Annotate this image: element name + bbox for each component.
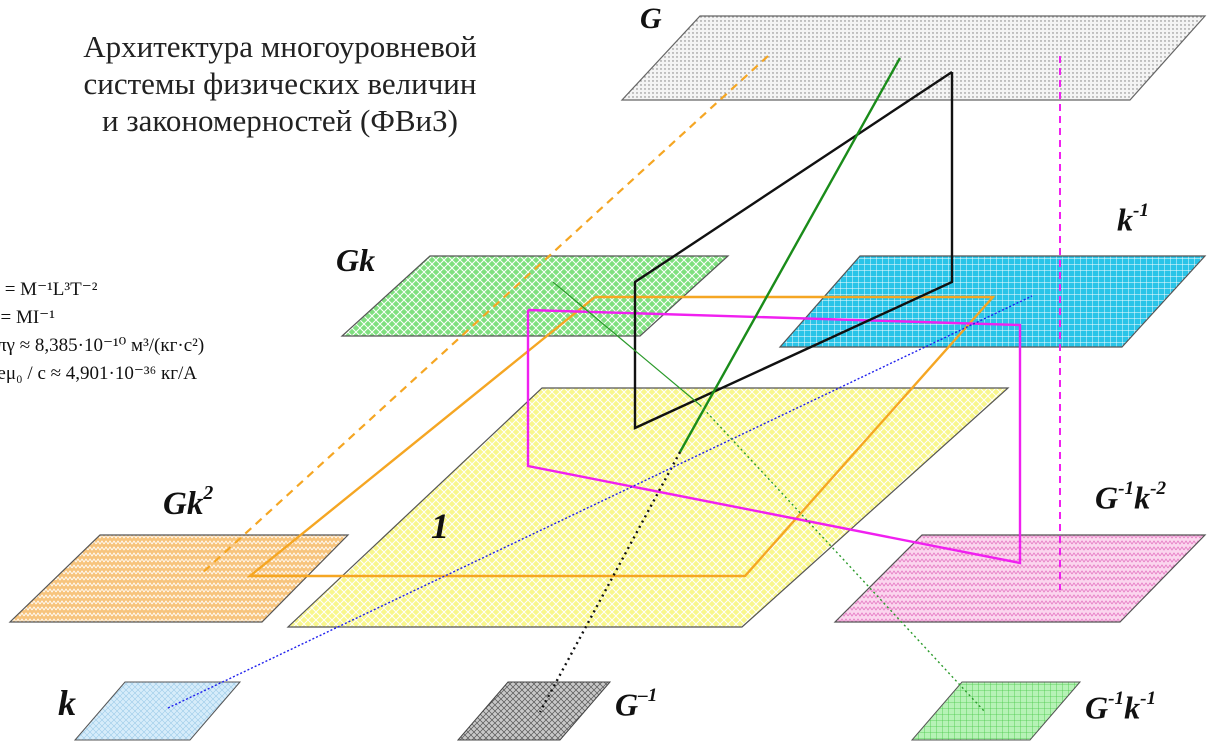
diagram-title: Архитектура многоуровневой системы физич… — [0, 28, 560, 139]
label-G-inv-k-inv-sup-b: -1 — [1140, 688, 1157, 709]
label-Gk2: Gk2 — [163, 482, 213, 523]
label-k-inv-base: k — [1117, 201, 1133, 238]
orange-frame — [246, 295, 996, 578]
black-frame — [633, 70, 954, 430]
plane-G-inv — [456, 681, 612, 741]
green-thin-line — [552, 281, 701, 406]
label-Gk: Gk — [336, 242, 375, 279]
label-Gk-base: Gk — [336, 242, 376, 278]
green-line — [678, 57, 902, 453]
formula-line-4: = αeμ₀ / c ≈ 4,901·10⁻³⁶ кг/A — [0, 363, 198, 384]
label-G-inv-k-inv: G-1k-1 — [1085, 688, 1156, 726]
label-G-inv-k-2-base-a: G — [1095, 479, 1119, 516]
label-G: G — [640, 2, 662, 36]
label-G-base: G — [640, 2, 662, 35]
label-G-inv-k-2-base-b: k — [1134, 479, 1151, 516]
plane-1 — [286, 387, 1010, 628]
blue-dotted-line — [167, 295, 1033, 709]
label-Gk2-base: Gk — [163, 485, 204, 522]
label-k-base: k — [58, 683, 76, 723]
plane-G-inv-k-inv — [910, 681, 1082, 741]
label-G-inv-k-inv-sup-a: -1 — [1108, 688, 1125, 709]
formula-line-3: = 4πγ ≈ 8,385·10⁻¹⁰ м³/(кг·с²) — [0, 335, 205, 356]
label-k: k — [58, 682, 76, 724]
title-line-1: Архитектура многоуровневой — [83, 29, 477, 64]
label-Gk2-sup: 2 — [203, 482, 214, 504]
plane-G-inv-k-2 — [833, 534, 1207, 623]
label-k-inv-sup: -1 — [1133, 200, 1149, 221]
label-1-base: 1 — [431, 506, 449, 546]
label-G-inv-sup: –1 — [638, 685, 658, 706]
label-G-inv-k-2: G-1k-2 — [1095, 478, 1166, 516]
title-line-3: и закономерностей (ФВиЗ) — [102, 103, 458, 138]
plane-k-inv — [778, 255, 1207, 348]
label-G-inv-k-inv-base-a: G — [1085, 689, 1109, 726]
black-dotted-line — [538, 451, 682, 713]
plane-Gk — [340, 255, 730, 337]
label-G-inv-k-2-sup-b: -2 — [1150, 478, 1167, 499]
label-G-inv-k-inv-base-b: k — [1124, 689, 1141, 726]
label-k-inv: k-1 — [1117, 200, 1149, 238]
orange-dashed-line — [199, 55, 769, 576]
label-G-inv: G–1 — [615, 685, 657, 723]
label-G-inv-k-2-sup-a: -1 — [1118, 478, 1135, 499]
label-G-inv-base: G — [615, 686, 639, 723]
formula-line-1: n G = M⁻¹L³T⁻² — [0, 279, 98, 300]
plane-Gk2 — [8, 534, 350, 623]
formula-line-2: n k = MI⁻¹ — [0, 307, 55, 328]
plane-G — [620, 15, 1207, 101]
label-1: 1 — [431, 505, 449, 547]
title-line-2: системы физических величин — [83, 66, 477, 101]
formulas-block: n G = M⁻¹L³T⁻² n k = MI⁻¹ = 4πγ ≈ 8,385·… — [0, 276, 204, 388]
magenta-frame — [526, 308, 1022, 565]
plane-k — [73, 681, 242, 741]
